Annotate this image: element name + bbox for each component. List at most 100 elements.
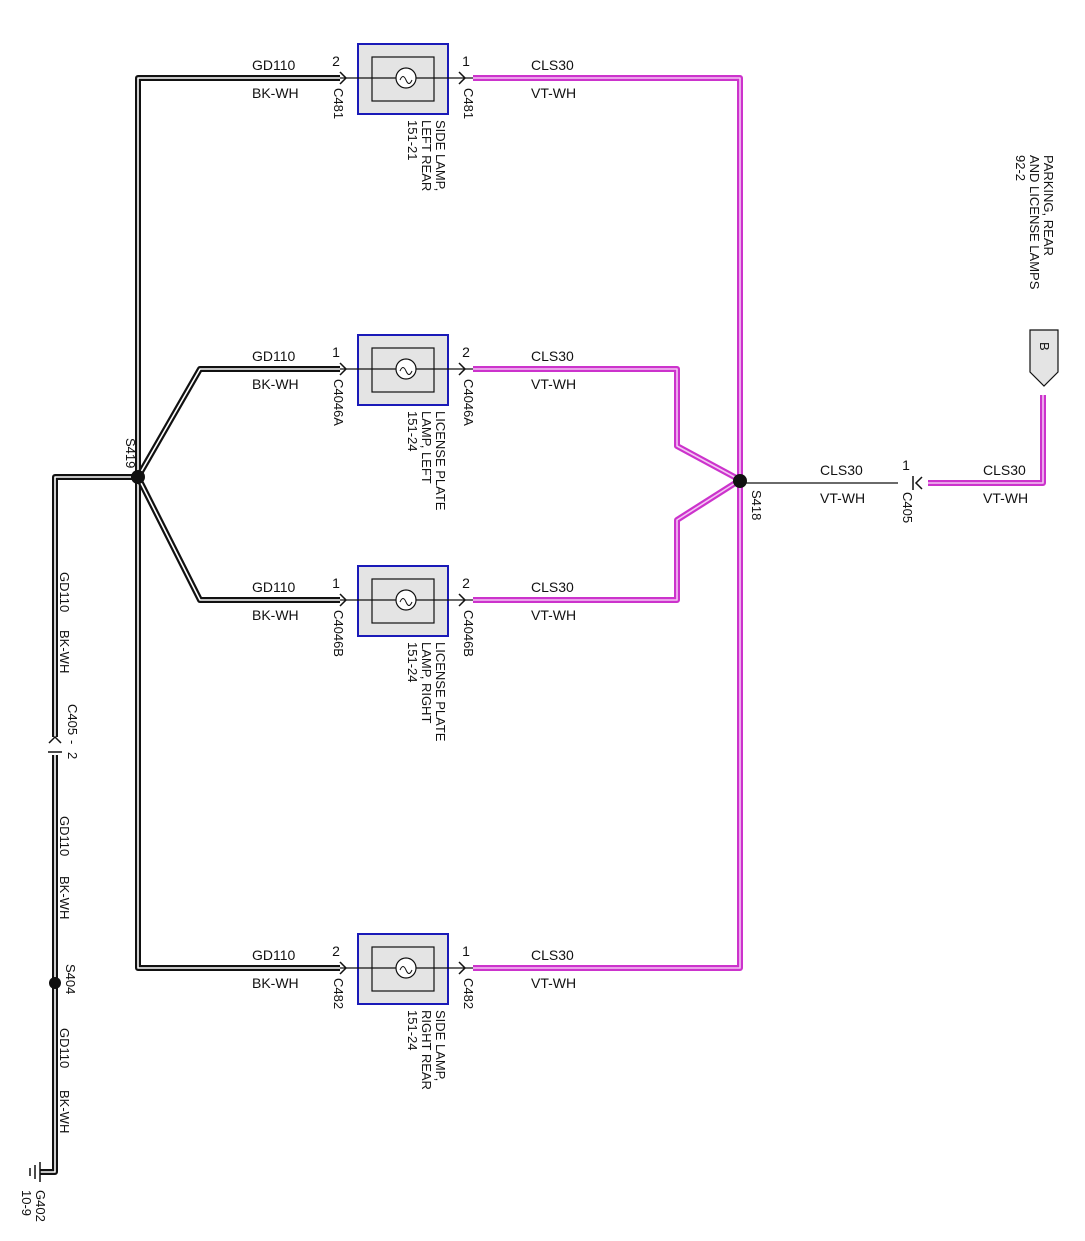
lamp-left-pin: 2 [332,943,340,959]
lamp-left-connector: C4046A [331,379,346,426]
lamp-left-pin: 1 [332,575,340,591]
power-circuit-label: CLS30 [531,579,574,595]
pin-arrow-icon [48,735,62,744]
pin-arrow-icon [458,71,467,85]
lamp-socket [371,946,435,992]
offpage-letter: B [1037,342,1052,351]
ground-g402-name: G402 [33,1190,48,1222]
lamp-license-right: 1 2 C4046B C4046B LICENSE PLATE LAMP, RI… [252,565,576,742]
lamp-left-connector: C481 [331,88,346,119]
ground-circuit-label: GD110 [252,579,296,595]
lamp-right-connector: C482 [461,978,476,1009]
power-circuit-label: CLS30 [983,462,1026,478]
power-wire-c4046a [473,366,742,483]
power-color-label: VT-WH [531,376,576,392]
lamp-name-line-2: LAMP, LEFT [419,411,434,484]
ground-g402: G402 10-9 [19,1162,48,1222]
power-wire-c405-to-b [928,395,1046,486]
power-wires [473,75,1046,971]
lamp-name-line-3: 151-24 [405,642,420,682]
lamp-left-connector: C4046B [331,610,346,657]
connector-c405-sep: - [65,740,80,744]
power-wire-c481 [473,75,743,480]
lamp-socket [371,347,435,393]
pin-arrow-icon [339,593,348,607]
ground-trunk-labels: GD110 BK-WH GD110 BK-WH GD110 BK-WH [57,572,72,1133]
lamp-left-connector: C482 [331,978,346,1009]
ground-wire-c4046b [135,475,340,603]
power-wire-c482 [473,480,743,971]
connector-c405-name: C405 [65,704,80,735]
connector-c405-pin: 2 [65,752,80,759]
offpage-connector-icon [1029,329,1059,387]
ground-wire-c4046a [135,366,340,479]
pin-arrow-icon [458,961,467,975]
lamp-name-line-2: RIGHT REAR [419,1010,434,1090]
lamp-right-pin: 1 [462,53,470,69]
lamp-side-left-rear: 2 1 C481 C481 SIDE LAMP, LEFT REAR 151-2… [252,43,576,191]
lamp-right-pin: 1 [462,943,470,959]
pin-arrow-icon [339,362,348,376]
lamp-name-line-1: LICENSE PLATE [433,411,448,511]
power-circuit-label: CLS30 [531,947,574,963]
lamp-name-line-3: 151-21 [405,120,420,160]
power-color-label: VT-WH [820,490,865,506]
lamp-name-line-3: 151-24 [405,411,420,451]
ground-circuit-label: GD110 [252,947,296,963]
lamp-bulb-icon [395,589,417,611]
lamp-side-right-rear: 2 1 C482 C482 SIDE LAMP, RIGHT REAR 151-… [252,933,576,1090]
lamp-name-line-1: SIDE LAMP, [433,1010,448,1081]
power-color-label: VT-WH [983,490,1028,506]
ground-color-label: BK-WH [57,876,72,919]
power-color-label: VT-WH [531,85,576,101]
lamp-name-line-1: LICENSE PLATE [433,642,448,742]
splice-s418: S418 [733,474,764,520]
power-color-label: VT-WH [531,975,576,991]
lamp-socket [371,578,435,624]
ground-wires [40,75,340,1175]
power-wire-c4046b [473,477,742,603]
ground-wire-to-g402 [40,755,58,1175]
pin-arrow-icon [914,476,923,490]
ground-symbol-icon [29,1162,41,1182]
connector-c405-ground: C405 - 2 [48,704,80,759]
lamp-left-pin: 2 [332,53,340,69]
ground-circuit-label: GD110 [57,572,72,612]
offpage-ref-line-3: 92-2 [1013,155,1028,181]
ground-color-label: BK-WH [252,607,299,623]
connector-c405-power: 1 C405 [900,457,923,523]
ground-wire-c482 [135,477,340,971]
ground-circuit-label: GD110 [57,816,72,856]
offpage-connector-b: B PARKING, REAR AND LICENSE LAMPS 92-2 [1013,155,1059,387]
splice-s404: S404 [49,964,78,994]
splice-s418-label: S418 [749,490,764,520]
lamp-left-pin: 1 [332,344,340,360]
lamp-name-line-2: LEFT REAR [419,120,434,191]
ground-wire-trunk [52,474,138,737]
splice-s404-label: S404 [63,964,78,994]
lamp-right-connector: C4046A [461,379,476,426]
pin-arrow-icon [458,593,467,607]
lamp-bulb-icon [395,67,417,89]
connector-c405-name: C405 [900,492,915,523]
power-circuit-label: CLS30 [820,462,863,478]
lamp-socket [371,56,435,102]
ground-color-label: BK-WH [252,975,299,991]
ground-color-label: BK-WH [252,85,299,101]
ground-circuit-label: GD110 [252,57,296,73]
ground-circuit-label: GD110 [57,1028,72,1068]
lamp-bulb-icon [395,358,417,380]
lamp-name-line-3: 151-24 [405,1010,420,1050]
offpage-ref-line-2: AND LICENSE LAMPS [1027,155,1042,290]
ground-color-label: BK-WH [252,376,299,392]
pin-arrow-icon [339,961,348,975]
lamp-right-pin: 2 [462,344,470,360]
ground-wire-c481 [135,75,340,477]
lamp-right-pin: 2 [462,575,470,591]
lamp-bulb-icon [395,957,417,979]
pin-arrow-icon [339,71,348,85]
power-color-label: VT-WH [531,607,576,623]
lamp-license-left: 1 2 C4046A C4046A LICENSE PLATE LAMP, LE… [252,334,576,511]
lamp-name-line-1: SIDE LAMP, [433,120,448,191]
